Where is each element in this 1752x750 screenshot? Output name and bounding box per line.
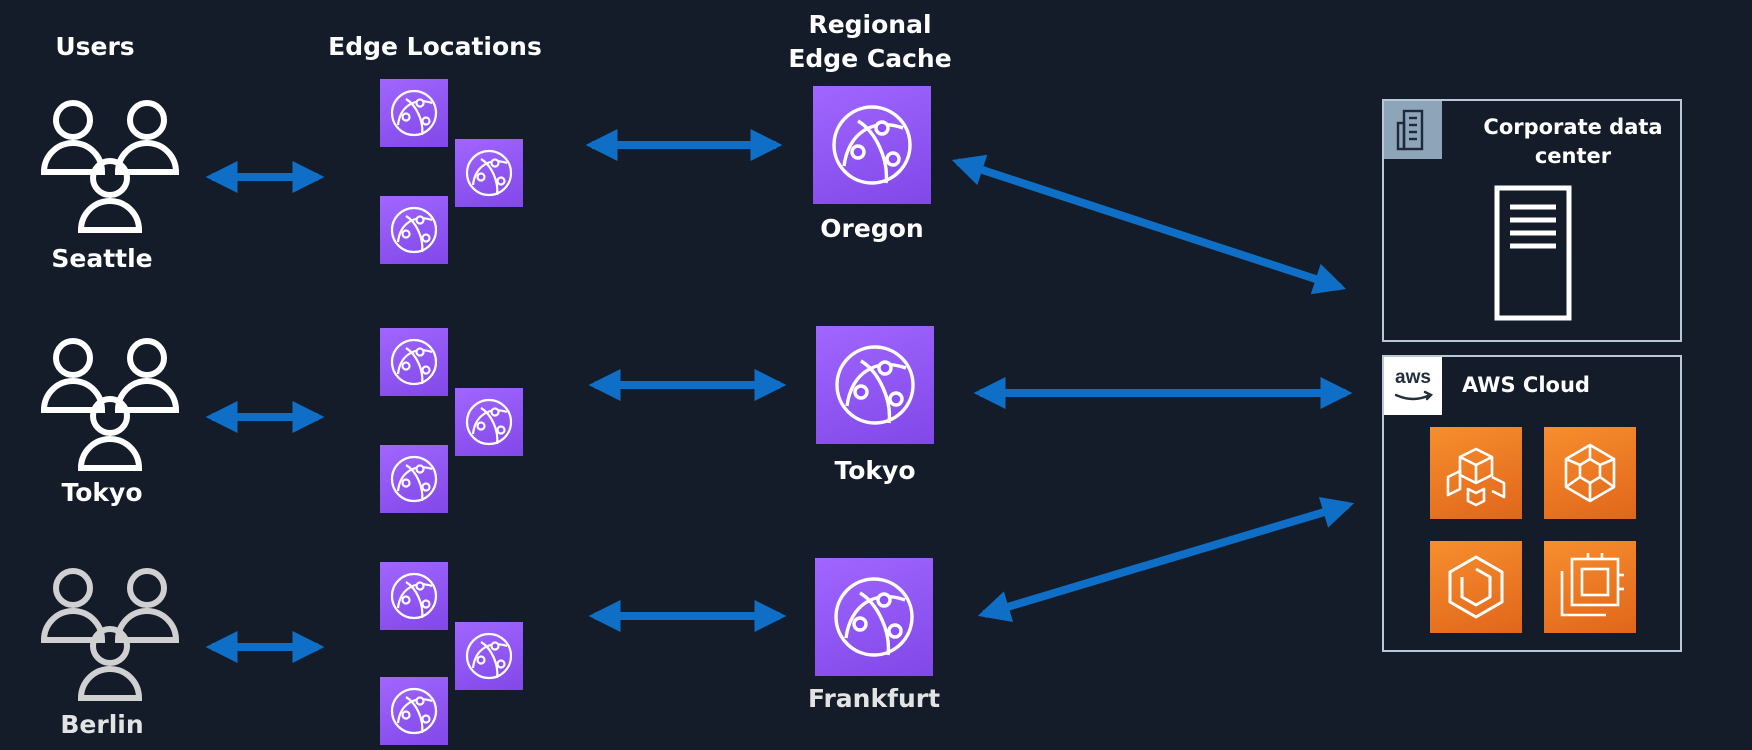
header-regional-line1: Regional <box>808 10 932 39</box>
cloudfront-globe-icon <box>465 632 513 680</box>
regional-label-oregon: Oregon <box>820 214 924 243</box>
users-group-icon <box>40 568 180 701</box>
edge-location <box>380 328 448 396</box>
cloudfront-globe-icon <box>390 206 438 254</box>
regional-label-frankfurt: Frankfurt <box>807 684 941 713</box>
city-label-seattle: Seattle <box>51 244 153 273</box>
aws-logo-icon: aws <box>1395 367 1431 388</box>
cloudfront-globe-icon <box>390 687 438 735</box>
edge-location <box>380 196 448 264</box>
users-group-berlin <box>40 568 180 708</box>
cloudfront-globe-icon <box>390 572 438 620</box>
regional-edge-cache-frankfurt <box>815 558 933 676</box>
service-icon <box>1448 555 1504 619</box>
aws-service-tile-2 <box>1544 427 1636 519</box>
header-regional-line2: Edge Cache <box>788 44 952 73</box>
edge-location <box>455 388 523 456</box>
regional-label-tokyo: Tokyo <box>834 456 916 485</box>
service-icon <box>1560 553 1624 617</box>
users-group-icon <box>40 100 180 233</box>
aws-service-tile-4 <box>1544 541 1636 633</box>
edge-location <box>380 445 448 513</box>
edge-location <box>380 562 448 630</box>
aws-logo-tile: aws <box>1384 357 1442 415</box>
edge-location <box>455 139 523 207</box>
cloudfront-globe-icon <box>835 345 915 425</box>
arrow-frankfurt-aws <box>977 497 1355 622</box>
arrow-oregon-corporate <box>951 154 1347 295</box>
users-group-seattle <box>40 100 180 240</box>
city-label-tokyo: Tokyo <box>61 478 143 507</box>
users-group-icon <box>40 338 180 471</box>
cloudfront-globe-icon <box>832 105 912 185</box>
regional-edge-cache-oregon <box>813 86 931 204</box>
aws-cloud-title: AWS Cloud <box>1462 373 1590 397</box>
cloudfront-globe-icon <box>390 89 438 137</box>
city-label-berlin: Berlin <box>60 710 144 739</box>
cloudfront-globe-icon <box>465 149 513 197</box>
cloudfront-globe-icon <box>465 398 513 446</box>
service-icon <box>1564 443 1616 503</box>
aws-smile-icon <box>1394 390 1434 401</box>
corporate-data-center-box: Corporate data center <box>1382 99 1682 342</box>
regional-edge-cache-tokyo <box>816 326 934 444</box>
server-rack-icon <box>1494 185 1572 321</box>
edge-location <box>380 79 448 147</box>
header-regional: Regional Edge Cache <box>770 8 970 76</box>
edge-location <box>455 622 523 690</box>
header-edge-locations: Edge Locations <box>328 32 542 61</box>
edge-location <box>380 677 448 745</box>
building-icon <box>1396 109 1424 151</box>
service-icon <box>1446 447 1506 507</box>
aws-service-tile-1 <box>1430 427 1522 519</box>
corporate-dc-title-line1: Corporate data <box>1483 115 1663 139</box>
cloudfront-globe-icon <box>390 338 438 386</box>
corporate-dc-title-line2: center <box>1534 144 1612 168</box>
header-users: Users <box>55 32 135 61</box>
aws-service-tile-3 <box>1430 541 1522 633</box>
building-icon-tile <box>1384 101 1442 159</box>
users-group-tokyo <box>40 338 180 478</box>
cloudfront-globe-icon <box>390 455 438 503</box>
corporate-dc-title: Corporate data center <box>1478 113 1668 171</box>
aws-cloud-box: aws AWS Cloud <box>1382 355 1682 652</box>
cloudfront-globe-icon <box>834 577 914 657</box>
